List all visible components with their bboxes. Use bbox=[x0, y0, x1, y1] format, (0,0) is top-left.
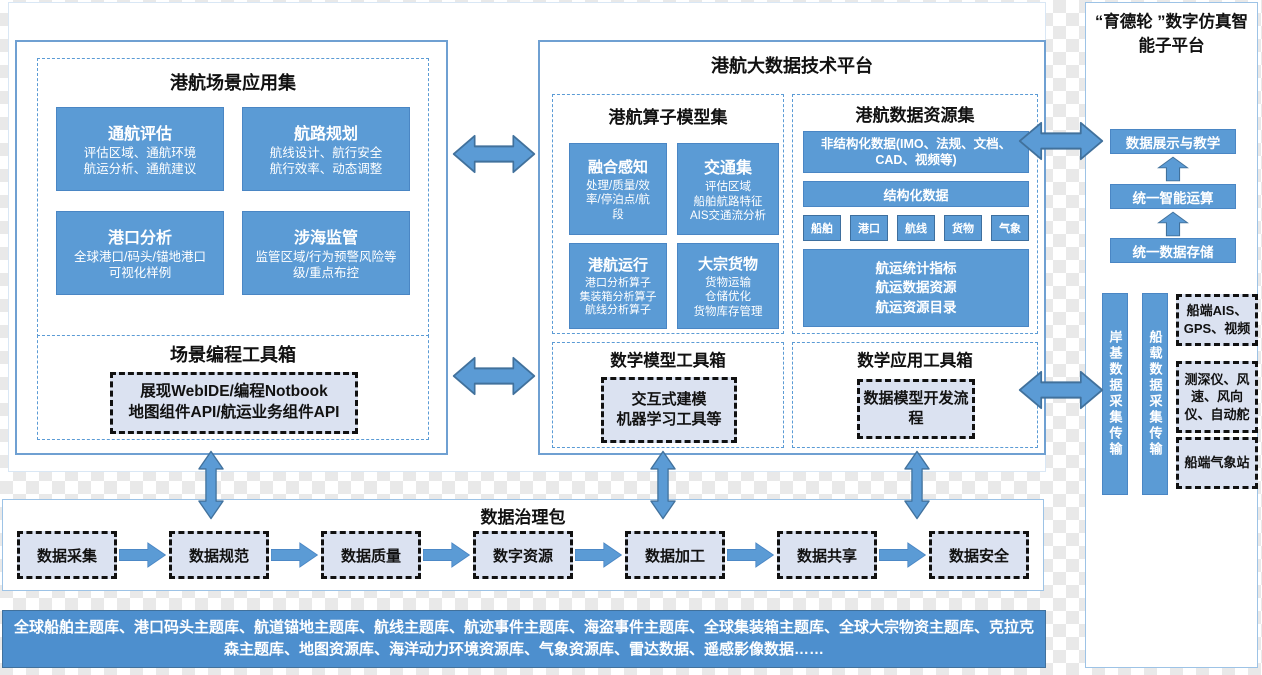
webide-box: 展现WebIDE/编程Notbook 地图组件API/航运业务组件API bbox=[110, 372, 358, 434]
card-tonghang-pinggu: 通航评估 评估区域、通航环境 航运分析、通航建议 bbox=[56, 107, 224, 191]
device-ais-gps-video: 船端AIS、GPS、视频 bbox=[1176, 294, 1258, 346]
step-data-sharing: 数据共享 bbox=[777, 531, 877, 579]
double-arrow-vertical-icon bbox=[903, 450, 931, 520]
data-chip-row: 船舶 港口 航线 货物 气象 bbox=[803, 215, 1029, 241]
interactive-modeling-box: 交互式建模 机器学习工具等 bbox=[601, 377, 737, 443]
card-gangkou-fenxi: 港口分析 全球港口/码头/锚地港口 可视化样例 bbox=[56, 211, 224, 295]
card-title: 融合感知 bbox=[587, 158, 648, 176]
stack-unified-storage: 统一数据存储 bbox=[1110, 238, 1236, 263]
flow-arrow-icon bbox=[119, 542, 167, 568]
card-title: 涉海监管 bbox=[293, 230, 358, 248]
card-shehai-jianguan: 涉海监管 监管区域/行为预警风险等 级/重点布控 bbox=[242, 211, 410, 295]
chip-weather: 气象 bbox=[991, 215, 1029, 241]
step-data-collection: 数据采集 bbox=[17, 531, 117, 579]
card-title: 港航运行 bbox=[587, 256, 648, 274]
data-governance-panel: 数据治理包 数据采集 数据规范 数据质量 数字资源 数据加工 数据共享 数据安全 bbox=[2, 499, 1044, 591]
card-desc: 货物运输 仓储优化 货物库存管理 bbox=[693, 276, 763, 318]
data-resources-title: 港航数据资源集 bbox=[855, 106, 975, 125]
math-app-toolbox-title: 数学应用工具箱 bbox=[857, 352, 973, 370]
double-arrow-horizontal-icon bbox=[452, 133, 536, 175]
card-desc: 监管区域/行为预警风险等 级/重点布控 bbox=[255, 250, 397, 280]
step-data-quality: 数据质量 bbox=[321, 531, 421, 579]
platform-title: 港航大数据技术平台 bbox=[711, 56, 873, 76]
shore-data-bar: 岸基数据采集传输 bbox=[1102, 293, 1128, 495]
card-desc: 处理/质量/效 率/停泊点/航 段 bbox=[586, 179, 650, 221]
structured-data-box: 结构化数据 bbox=[803, 181, 1029, 207]
simulation-subplatform-panel: “育德轮 ”数字仿真智能子平台 数据展示与教学 统一智能运算 统一数据存储 岸基… bbox=[1085, 2, 1258, 668]
stack-unified-compute: 统一智能运算 bbox=[1110, 184, 1236, 209]
card-desc: 航线设计、航行安全 航行效率、动态调整 bbox=[269, 146, 383, 176]
flow-arrow-icon bbox=[727, 542, 775, 568]
card-dazong-huowu: 大宗货物 货物运输 仓储优化 货物库存管理 bbox=[677, 243, 779, 329]
card-title: 港口分析 bbox=[107, 230, 172, 248]
step-data-processing: 数据加工 bbox=[625, 531, 725, 579]
step-data-security: 数据安全 bbox=[929, 531, 1029, 579]
governance-title: 数据治理包 bbox=[480, 508, 566, 527]
card-title: 大宗货物 bbox=[697, 255, 758, 273]
flow-arrow-icon bbox=[271, 542, 319, 568]
math-model-toolbox-title: 数学模型工具箱 bbox=[610, 352, 726, 370]
scenario-panel: 港航场景应用集 通航评估 评估区域、通航环境 航运分析、通航建议 航路规划 航线… bbox=[15, 40, 448, 455]
card-hanglu-guihua: 航路规划 航线设计、航行安全 航行效率、动态调整 bbox=[242, 107, 410, 191]
device-sensors: 测深仪、风速、风向仪、自动舵 bbox=[1176, 361, 1258, 433]
chip-ship: 船舶 bbox=[803, 215, 841, 241]
math-model-toolbox-group: 数学模型工具箱 交互式建模 机器学习工具等 bbox=[552, 342, 784, 448]
double-arrow-vertical-icon bbox=[197, 450, 225, 520]
flow-arrow-icon bbox=[423, 542, 471, 568]
flow-arrow-icon bbox=[879, 542, 927, 568]
governance-flow: 数据采集 数据规范 数据质量 数字资源 数据加工 数据共享 数据安全 bbox=[17, 530, 1029, 580]
data-model-dev-box: 数据模型开发流程 bbox=[857, 379, 975, 439]
card-title: 通航评估 bbox=[107, 126, 172, 144]
scenario-toolbox-group: 场景编程工具箱 展现WebIDE/编程Notbook 地图组件API/航运业务组… bbox=[37, 335, 429, 440]
card-title: 交通集 bbox=[703, 160, 752, 178]
scenario-toolbox-title: 场景编程工具箱 bbox=[170, 345, 296, 365]
card-desc: 港口分析算子 集装箱分析算子 航线分析算子 bbox=[579, 276, 657, 317]
chip-port: 港口 bbox=[850, 215, 888, 241]
bigdata-platform-panel: 港航大数据技术平台 港航算子模型集 融合感知 处理/质量/效 率/停泊点/航 段… bbox=[538, 40, 1046, 455]
step-data-standard: 数据规范 bbox=[169, 531, 269, 579]
up-arrow-icon bbox=[1157, 211, 1189, 237]
operator-models-title: 港航算子模型集 bbox=[608, 108, 728, 127]
ship-data-bar: 船载数据采集传输 bbox=[1142, 293, 1168, 495]
data-resources-group: 港航数据资源集 非结构化数据(IMO、法规、文档、CAD、视频等) 结构化数据 … bbox=[792, 94, 1038, 334]
unstructured-data-box: 非结构化数据(IMO、法规、文档、CAD、视频等) bbox=[803, 131, 1029, 173]
card-desc: 评估区域 船舶航路特征 AIS交通流分析 bbox=[689, 181, 767, 223]
up-arrow-icon bbox=[1157, 156, 1189, 182]
subplatform-title: “育德轮 ”数字仿真智能子平台 bbox=[1094, 13, 1249, 55]
shipping-catalog-box: 航运统计指标 航运数据资源 航运资源目录 bbox=[803, 249, 1029, 327]
stack-display-teaching: 数据展示与教学 bbox=[1110, 129, 1236, 154]
chip-cargo: 货物 bbox=[944, 215, 982, 241]
card-ronghe-ganzhi: 融合感知 处理/质量/效 率/停泊点/航 段 bbox=[569, 143, 667, 235]
math-app-toolbox-group: 数学应用工具箱 数据模型开发流程 bbox=[792, 342, 1038, 448]
operator-models-group: 港航算子模型集 融合感知 处理/质量/效 率/停泊点/航 段 交通集 评估区域 … bbox=[552, 94, 784, 334]
chip-route: 航线 bbox=[897, 215, 935, 241]
card-jiaotongji: 交通集 评估区域 船舶航路特征 AIS交通流分析 bbox=[677, 143, 779, 235]
device-weather-station: 船端气象站 bbox=[1176, 437, 1258, 489]
scenario-apps-title: 港航场景应用集 bbox=[170, 73, 296, 93]
double-arrow-vertical-icon bbox=[649, 450, 677, 520]
double-arrow-horizontal-icon bbox=[452, 355, 536, 397]
scenario-apps-group: 港航场景应用集 通航评估 评估区域、通航环境 航运分析、通航建议 航路规划 航线… bbox=[37, 58, 429, 342]
double-arrow-horizontal-icon bbox=[1018, 120, 1104, 162]
card-title: 航路规划 bbox=[293, 126, 358, 144]
theme-library-bar: 全球船舶主题库、港口码头主题库、航道锚地主题库、航线主题库、航迹事件主题库、海盗… bbox=[2, 610, 1046, 668]
step-digital-resource: 数字资源 bbox=[473, 531, 573, 579]
double-arrow-horizontal-icon bbox=[1018, 369, 1104, 411]
card-desc: 全球港口/码头/锚地港口 可视化样例 bbox=[74, 250, 206, 280]
card-desc: 评估区域、通航环境 航运分析、通航建议 bbox=[83, 146, 197, 176]
card-ganghang-yunxing: 港航运行 港口分析算子 集装箱分析算子 航线分析算子 bbox=[569, 243, 667, 329]
flow-arrow-icon bbox=[575, 542, 623, 568]
